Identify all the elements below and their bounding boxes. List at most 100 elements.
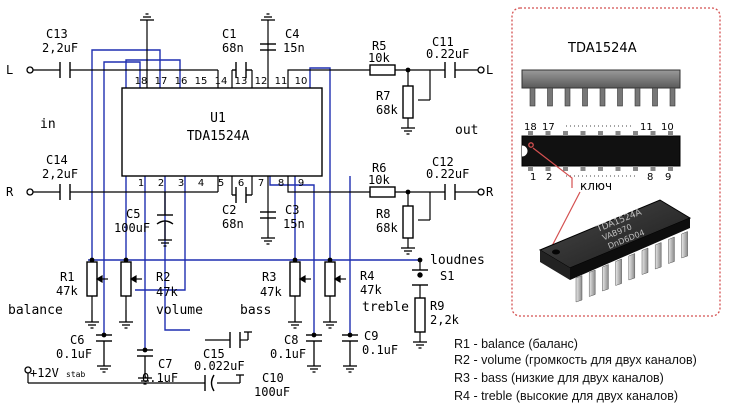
dip-top-view: 18 17 11 10 1 2 8 9 (521, 122, 681, 183)
c8-ref: C8 (284, 333, 298, 347)
pkg-pin-top-2: 11 (640, 122, 653, 133)
supply-sub-label: stab (66, 370, 85, 379)
key-label: ключ (580, 179, 612, 193)
ic-pin-bottom-9: 9 (298, 178, 304, 189)
ic-pin-bottom-7: 7 (258, 178, 264, 189)
terminal-out-left: L (486, 63, 493, 77)
c11-ref: C11 (432, 35, 454, 49)
legend-r2: R2 - volume (громкость для двух каналов) (454, 353, 697, 367)
loudness-switch (412, 269, 428, 286)
c12-value: 0.22uF (426, 167, 469, 181)
pot-wipers (95, 274, 346, 284)
ic-pin-top-16: 16 (175, 76, 188, 87)
switch-label: loudnes (430, 253, 485, 268)
pkg-pin-bot-3: 9 (665, 172, 671, 183)
c12-ref: C12 (432, 155, 454, 169)
ic-pin-bottom-6: 6 (238, 178, 244, 189)
c8-value: 0.1uF (270, 347, 306, 361)
r4-name: treble (362, 300, 409, 315)
c4-ref: C4 (285, 27, 299, 41)
c7-value: 0.1uF (142, 371, 178, 385)
c5-ref: C5 (126, 207, 140, 221)
r4-ref: R4 (360, 269, 374, 283)
terminal-in-left: L (6, 63, 13, 77)
ic-part: TDA1524A (187, 129, 250, 144)
package-panel: TDA1524A 18 17 11 10 1 2 8 9 ключ (511, 7, 721, 317)
c3-value: 15n (283, 217, 305, 231)
c1-value: 68n (222, 41, 244, 55)
supply-label: +12V (30, 366, 59, 380)
r1-ref: R1 (60, 270, 74, 284)
pkg-pin-top-0: 18 (524, 122, 537, 133)
in-label: in (40, 117, 56, 132)
schematic-labels: L R L R in out C13 2,2uF C14 2,2uF C1 68… (6, 27, 494, 399)
c4-value: 15n (283, 41, 305, 55)
r6-value: 10k (368, 173, 390, 187)
r2-ref: R2 (156, 270, 170, 284)
r7-value: 68k (376, 103, 398, 117)
key-notch-marker (528, 142, 534, 148)
pkg-pin-bot-2: 8 (647, 172, 653, 183)
r3-ref: R3 (262, 270, 276, 284)
c2-ref: C2 (222, 203, 236, 217)
terminal-out-right: R (486, 185, 494, 199)
legend-r3: R3 - bass (низкие для двух каналов) (454, 371, 664, 385)
ic-pin-bottom-2: 2 (158, 178, 164, 189)
r3-value: 47k (260, 285, 282, 299)
ic-pin-bottom-1: 1 (138, 178, 144, 189)
dip-side-view (521, 69, 681, 107)
switch-ref: S1 (440, 269, 454, 283)
ic-pin-top-10: 10 (295, 76, 308, 87)
ic-pin-top-15: 15 (195, 76, 208, 87)
ic-pin-bottom-8: 8 (278, 178, 284, 189)
legend-r1: R1 - balance (баланс) (454, 337, 578, 351)
r8-value: 68k (376, 221, 398, 235)
legend-r4: R4 - treble (высокие для двух каналов) (454, 389, 678, 403)
package-title: TDA1524A (567, 41, 637, 56)
resistor-symbols (86, 64, 426, 333)
ic-ref: U1 (210, 111, 226, 126)
pkg-pin-bot-1: 2 (546, 172, 552, 183)
c2-value: 68n (222, 217, 244, 231)
chip-notch (552, 249, 560, 255)
c9-value: 0.1uF (362, 343, 398, 357)
c14-ref: C14 (46, 153, 68, 167)
c13-value: 2,2uF (42, 41, 78, 55)
ic-pin-top-11: 11 (275, 76, 288, 87)
r5-ref: R5 (372, 39, 386, 53)
c15-ref: C15 (203, 347, 225, 361)
c14-value: 2,2uF (42, 167, 78, 181)
r3-name: bass (240, 303, 271, 318)
r9-value: 2,2k (430, 313, 460, 327)
out-label: out (455, 123, 478, 138)
c5-value: 100uF (114, 221, 150, 235)
r2-value: 47k (156, 285, 178, 299)
r6-ref: R6 (372, 161, 386, 175)
legend: R1 - balance (баланс) R2 - volume (громк… (454, 337, 697, 403)
c15-value: 0.022uF (194, 359, 245, 373)
ic-pin-bottom-4: 4 (198, 178, 204, 189)
ic-pin-top-12: 12 (255, 76, 268, 87)
terminal-in-right: R (6, 185, 14, 199)
r7-ref: R7 (376, 89, 390, 103)
c3-ref: C3 (285, 203, 299, 217)
r1-name: balance (8, 303, 63, 318)
pkg-pin-top-3: 10 (661, 122, 674, 133)
terminals (24, 66, 485, 374)
ic-pin-top-17: 17 (155, 76, 168, 87)
c1-ref: C1 (222, 27, 236, 41)
c7-ref: C7 (158, 357, 172, 371)
r5-value: 10k (368, 51, 390, 65)
black-wiring (27, 20, 478, 384)
r4-value: 47k (360, 283, 382, 297)
r1-value: 47k (56, 284, 78, 298)
pkg-pin-top-1: 17 (542, 122, 555, 133)
c11-value: 0.22uF (426, 47, 469, 61)
pkg-pin-bot-0: 1 (530, 172, 536, 183)
r2-name: volume (156, 303, 203, 318)
c9-ref: C9 (364, 329, 378, 343)
ic-pin-top-14: 14 (215, 76, 228, 87)
c10-ref: C10 (262, 371, 284, 385)
